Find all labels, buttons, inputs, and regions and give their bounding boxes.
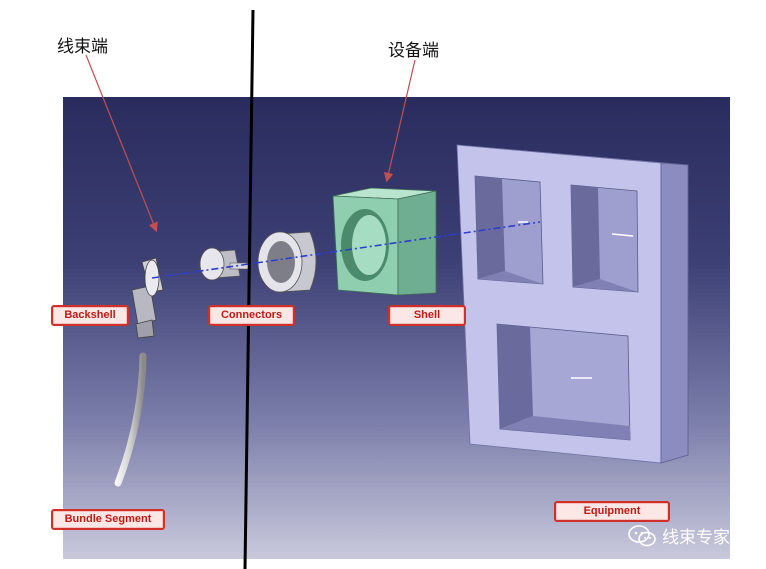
- harness-arrow: [85, 54, 158, 233]
- wechat-icon: [628, 524, 656, 546]
- connector-plug-model[interactable]: [199, 247, 249, 281]
- connector-ring-model[interactable]: [257, 231, 317, 293]
- equipment-side-heading: 设备端: [388, 41, 439, 61]
- connectors-label[interactable]: Connectors: [208, 305, 295, 326]
- bundle-segment-label[interactable]: Bundle Segment: [51, 509, 165, 530]
- divider-line: [243, 9, 255, 569]
- assembly-axis: [151, 221, 541, 279]
- shell-label[interactable]: Shell: [388, 305, 466, 326]
- equipment-arrow: [383, 59, 416, 183]
- equipment-label[interactable]: Equipment: [554, 501, 670, 522]
- shell-model[interactable]: [332, 187, 437, 296]
- backshell-model[interactable]: [131, 257, 164, 339]
- harness-side-heading: 线束端: [57, 37, 108, 57]
- backshell-label[interactable]: Backshell: [51, 305, 129, 326]
- watermark-text: 线束专家: [662, 528, 730, 548]
- watermark: 线束专家: [628, 523, 730, 548]
- bundle-segment-model[interactable]: [114, 352, 147, 487]
- equipment-model[interactable]: [456, 144, 689, 464]
